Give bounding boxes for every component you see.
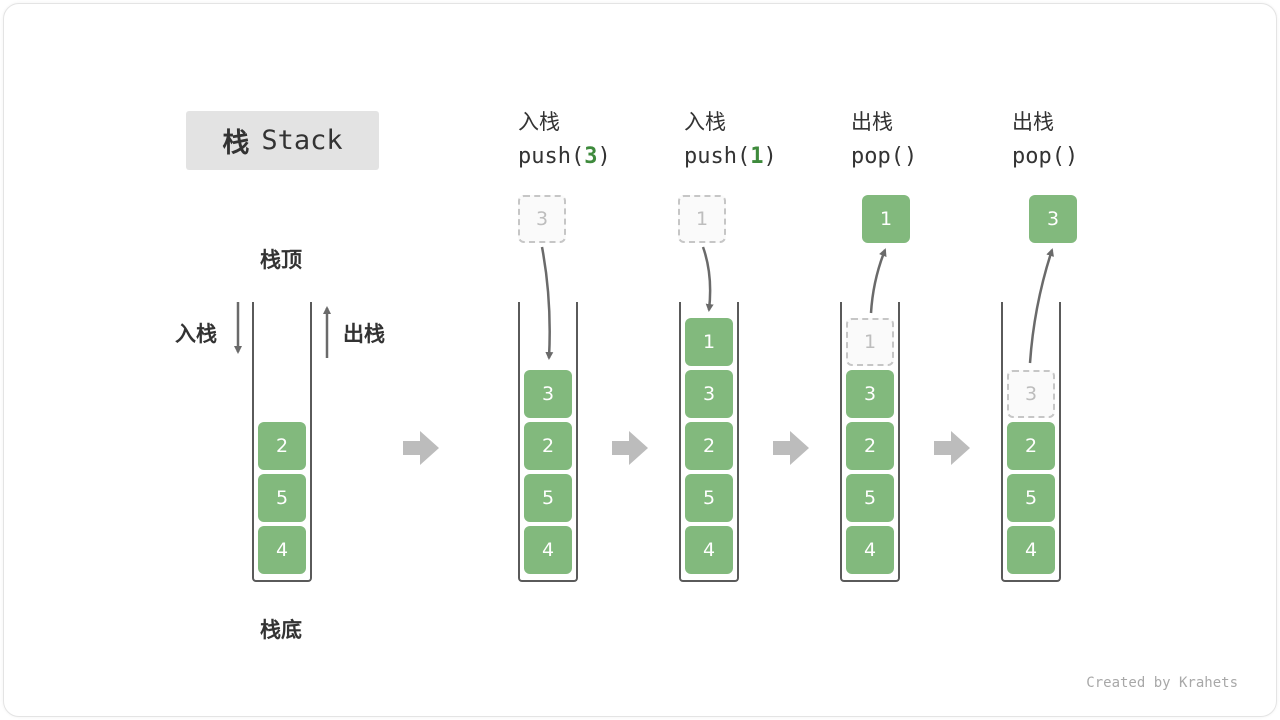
stack-step-2-block: 2 — [685, 422, 733, 470]
stack-step-1-tube — [518, 302, 578, 582]
stack-initial-tube — [252, 302, 312, 582]
step-3-label: 出栈 — [851, 110, 893, 134]
step-1-incoming-ghost: 3 — [518, 195, 566, 243]
step-2-code-arg: 1 — [750, 144, 764, 169]
stack-top-label: 栈顶 — [260, 248, 302, 272]
stack-step-1-block: 2 — [524, 422, 572, 470]
step-3-popped-block: 1 — [862, 195, 910, 243]
title-box: 栈 Stack — [186, 111, 379, 170]
pop-label: 出栈 — [343, 322, 385, 346]
step-arrow-2 — [612, 431, 648, 465]
step-arrow-3 — [773, 431, 809, 465]
push-1-arrow — [701, 246, 714, 312]
stack-bottom-label: 栈底 — [260, 618, 302, 642]
push-label: 入栈 — [175, 322, 217, 346]
step-4-removed-ghost: 3 — [1007, 370, 1055, 418]
stack-initial-block: 5 — [258, 474, 306, 522]
stack-step-4-block: 5 — [1007, 474, 1055, 522]
step-4-popped-block: 3 — [1029, 195, 1077, 243]
stack-step-3-block: 2 — [846, 422, 894, 470]
stack-step-3-block: 3 — [846, 370, 894, 418]
step-4-label: 出栈 — [1012, 110, 1054, 134]
stack-step-2-tube — [679, 302, 739, 582]
step-3-operation: 出栈 pop() — [851, 110, 917, 170]
stack-step-4-tube — [1001, 302, 1061, 582]
step-2-label: 入栈 — [684, 110, 726, 134]
stack-step-4-block: 4 — [1007, 526, 1055, 574]
step-2-incoming-ghost: 1 — [678, 195, 726, 243]
stack-initial-block: 2 — [258, 422, 306, 470]
step-4-operation: 出栈 pop() — [1012, 110, 1078, 170]
push-3-arrow — [540, 246, 554, 360]
stack-step-2-block: 1 — [685, 318, 733, 366]
step-arrow-1 — [403, 431, 439, 465]
stack-step-2-block: 3 — [685, 370, 733, 418]
step-4-code: pop() — [1012, 144, 1079, 169]
stack-step-3-block: 4 — [846, 526, 894, 574]
step-arrow-4 — [934, 431, 970, 465]
step-1-code-arg: 3 — [584, 144, 598, 169]
stack-step-1-block: 5 — [524, 474, 572, 522]
pop-1-arrow — [869, 248, 887, 314]
stack-step-2-block: 4 — [685, 526, 733, 574]
pop-3-arrow — [1028, 248, 1054, 364]
step-2-code: push(1) — [684, 144, 777, 169]
title-cn: 栈 — [222, 128, 250, 159]
stack-step-2-block: 5 — [685, 474, 733, 522]
step-1-operation: 入栈 push(3) — [518, 110, 611, 170]
step-3-code: pop() — [851, 144, 918, 169]
stack-step-1-block: 4 — [524, 526, 572, 574]
title-en: Stack — [261, 125, 343, 156]
stack-step-3-block: 5 — [846, 474, 894, 522]
stack-step-3-tube — [840, 302, 900, 582]
step-2-operation: 入栈 push(1) — [684, 110, 777, 170]
step-1-label: 入栈 — [518, 110, 560, 134]
step-3-removed-ghost: 1 — [846, 318, 894, 366]
credit-text: Created by Krahets — [1086, 675, 1238, 691]
stack-step-4-block: 2 — [1007, 422, 1055, 470]
stack-initial-block: 4 — [258, 526, 306, 574]
step-1-code: push(3) — [518, 144, 611, 169]
stack-step-1-block: 3 — [524, 370, 572, 418]
